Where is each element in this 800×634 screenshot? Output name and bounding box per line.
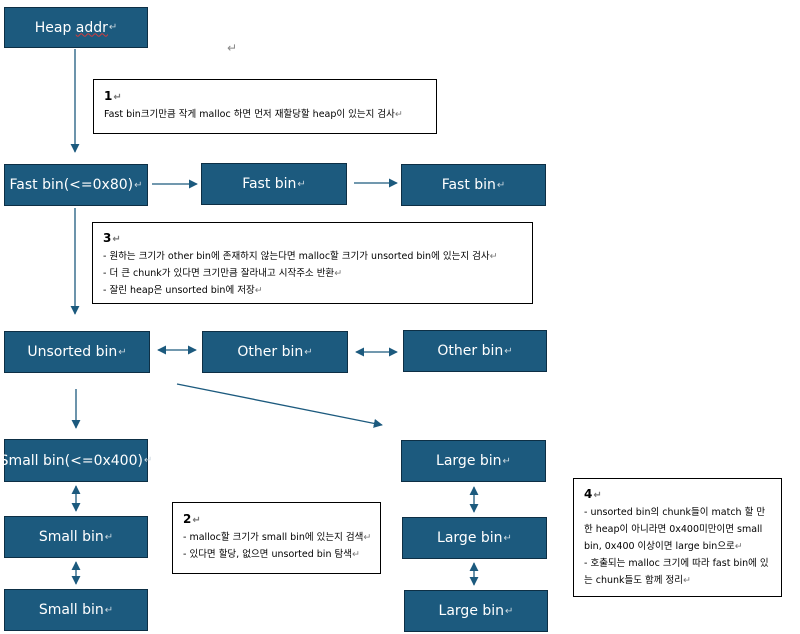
paragraph-mark: ↵ (227, 41, 238, 55)
note-3: 3↵ - 원하는 크기가 other bin에 존재하지 않는다면 malloc… (92, 222, 533, 304)
note-3-line-3: - 잘린 heap은 unsorted bin에 저장↵ (103, 285, 263, 296)
return-mark: ↵ (304, 346, 313, 358)
note-2-number: 2↵ (183, 512, 201, 526)
note-4: 4↵ - unsorted bin의 chunk들이 match 할 만한 he… (573, 478, 782, 597)
small-bin-1-label: Small bin(<=0x400) (0, 452, 143, 469)
arrow-unsorted-to-large (176, 383, 383, 428)
return-mark: ↵ (503, 532, 512, 544)
large-bin-1-label: Large bin (436, 453, 502, 469)
unsorted-bin-label: Unsorted bin (27, 344, 118, 360)
return-mark: ↵ (143, 455, 153, 466)
other-bin-2-box[interactable]: Other bin↵ (403, 330, 547, 372)
fast-bin-1-label: Fast bin(<=0x80) (9, 177, 134, 193)
other-bin-2-label: Other bin (437, 343, 504, 359)
note-4-line-1: - unsorted bin의 chunk들이 match 할 만한 heap이… (584, 507, 766, 552)
heap-addr-box[interactable]: Heap addr↵ (4, 7, 148, 48)
small-bin-3-label: Small bin (38, 602, 104, 618)
return-mark: ↵ (118, 346, 127, 358)
fast-bin-2-label: Fast bin (242, 176, 297, 192)
note-4-line-2: - 호출되는 malloc 크기에 따라 fast bin에 있는 chunk들… (584, 558, 769, 586)
other-bin-1-box[interactable]: Other bin↵ (202, 331, 348, 373)
large-bin-3-label: Large bin (438, 603, 505, 619)
return-mark: ↵ (134, 179, 143, 191)
return-mark: ↵ (104, 604, 114, 616)
note-1: 1↵ Fast bin크기만큼 작게 malloc 하면 먼저 재할당할 hea… (93, 79, 437, 134)
fast-bin-3-label: Fast bin (441, 177, 496, 193)
large-bin-2-label: Large bin (437, 530, 503, 546)
note-3-number: 3↵ (103, 231, 121, 245)
return-mark: ↵ (104, 531, 114, 543)
small-bin-2-box[interactable]: Small bin↵ (4, 516, 148, 558)
note-3-line-1: - 원하는 크기가 other bin에 존재하지 않는다면 malloc할 크… (103, 251, 498, 262)
note-1-line: Fast bin크기만큼 작게 malloc 하면 먼저 재할당할 heap이 … (104, 109, 403, 120)
fast-bin-2-box[interactable]: Fast bin↵ (201, 163, 347, 205)
return-mark: ↵ (108, 22, 118, 33)
note-4-number: 4↵ (584, 487, 602, 501)
note-2: 2↵ - malloc할 크기가 small bin에 있는지 검색↵ - 있다… (172, 502, 381, 574)
note-2-line-2: - 있다면 할당, 없으면 unsorted bin 탐색↵ (183, 549, 360, 560)
note-2-line-1: - malloc할 크기가 small bin에 있는지 검색↵ (183, 532, 372, 543)
note-3-line-2: - 더 큰 chunk가 있다면 크기만큼 잘라내고 시작주소 반환↵ (103, 268, 343, 279)
small-bin-1-box[interactable]: Small bin(<=0x400)↵ (0, 439, 152, 482)
return-mark: ↵ (496, 179, 506, 191)
large-bin-3-box[interactable]: Large bin↵ (404, 590, 548, 632)
return-mark: ↵ (502, 455, 511, 467)
small-bin-3-box[interactable]: Small bin↵ (4, 589, 148, 631)
small-bin-2-label: Small bin (38, 529, 104, 545)
other-bin-1-label: Other bin (237, 344, 304, 360)
fast-bin-3-box[interactable]: Fast bin↵ (401, 164, 546, 206)
heap-addr-label: Heap addr (34, 19, 108, 36)
large-bin-2-box[interactable]: Large bin↵ (402, 517, 547, 559)
return-mark: ↵ (505, 605, 514, 617)
fast-bin-1-box[interactable]: Fast bin(<=0x80)↵ (4, 164, 148, 206)
return-mark: ↵ (297, 178, 306, 190)
note-1-number: 1↵ (104, 89, 122, 103)
large-bin-1-box[interactable]: Large bin↵ (401, 440, 546, 482)
return-mark: ↵ (504, 345, 513, 357)
spellcheck-word: addr (75, 19, 108, 36)
unsorted-bin-box[interactable]: Unsorted bin↵ (4, 331, 150, 373)
